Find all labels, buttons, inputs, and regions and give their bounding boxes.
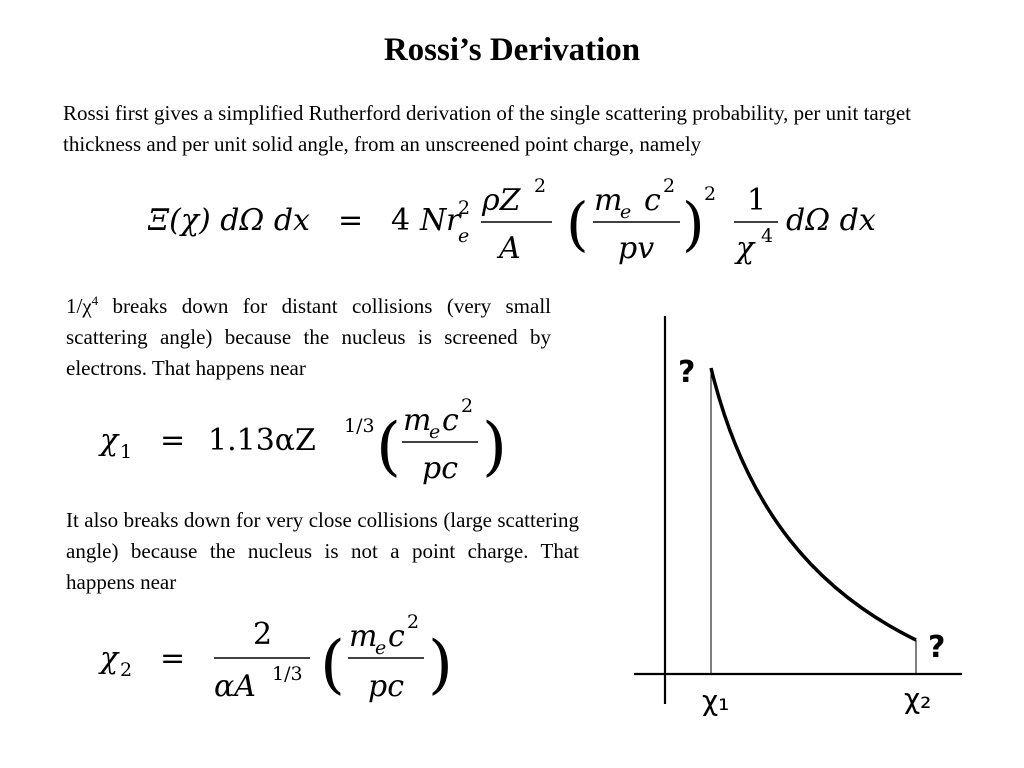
eq1-paren-right: )	[682, 190, 705, 258]
chi2-equation: χ 2 = 2 αA 1/3 ( m e c 2 pc )	[98, 611, 453, 704]
eq1-frac2-num-sup: 2	[663, 175, 675, 197]
eq3-num-m: m	[349, 619, 377, 654]
eq2-num-sub: e	[429, 421, 440, 443]
chi1-equation: χ 1 = 1.13αZ 1/3 ( m e c 2 pc )	[98, 395, 507, 486]
eq2-coef-sup: 1/3	[344, 415, 375, 437]
eq3-num-sub: e	[375, 637, 386, 659]
eq1-frac3-num: 1	[747, 183, 766, 218]
eq1-r-sup: 2	[458, 197, 470, 219]
eq1-lhs: Ξ(χ) dΩ dx	[148, 203, 310, 238]
eq1-frac2-num-c: c	[644, 183, 661, 218]
eq2-equals: =	[160, 423, 185, 458]
paragraph-point-charge: It also breaks down for very close colli…	[66, 508, 579, 594]
p1-post: breaks down for distant collisions (very…	[66, 294, 551, 380]
eq2-paren-left: (	[376, 410, 401, 484]
eq1-frac2-num-m: m	[594, 183, 622, 218]
eq1-frac2-num-sub: e	[620, 201, 631, 223]
eq2-paren-right: )	[482, 410, 507, 484]
eq1-paren-pow: 2	[704, 183, 716, 205]
eq1-frac1-num: ρZ	[481, 183, 522, 218]
chi1-axis-label: χ₁	[702, 684, 729, 717]
eq1-equals: =	[338, 203, 363, 238]
eq1-paren-left: (	[566, 190, 589, 258]
eq1-frac3-den-sup: 4	[761, 225, 773, 247]
eq3-lhs-sub: 2	[120, 659, 132, 681]
eq3-num-sup: 2	[407, 611, 419, 633]
eq2-num-sup: 2	[461, 395, 473, 417]
scattering-curve	[709, 367, 917, 642]
question-mark-right: ?	[928, 630, 945, 665]
rutherford-equation: Ξ(χ) dΩ dx = 4 N r e 2 ρZ 2 A ( m e c 2 …	[148, 175, 876, 266]
eq2-lhs: χ	[98, 423, 120, 458]
eq3-num-c: c	[388, 619, 405, 654]
p1-sup: 4	[91, 293, 99, 308]
slide-title: Rossi’s Derivation	[383, 32, 641, 68]
paragraph-screening: 1/χ4 breaks down for distant collisions …	[66, 285, 551, 384]
eq3-lhs: χ	[98, 641, 120, 676]
eq3-equals: =	[160, 641, 185, 676]
eq1-r-sub: e	[458, 225, 469, 247]
eq1-frac1-num-sup: 2	[534, 175, 546, 197]
intro-paragraph: Rossi first gives a simplified Rutherfor…	[63, 101, 911, 156]
eq2-coef: 1.13αZ	[208, 423, 316, 458]
eq3-frac1-den: αA	[214, 669, 256, 704]
question-mark-left: ?	[678, 355, 695, 390]
eq1-tail: dΩ dx	[786, 203, 876, 238]
eq2-num-c: c	[442, 403, 459, 438]
chi2-axis-label: χ₂	[904, 682, 931, 715]
p1-pre: 1/χ	[66, 294, 92, 318]
eq3-frac1-num: 2	[253, 617, 272, 652]
scattering-sketch: ? ? χ₁ χ₂	[634, 316, 962, 717]
eq3-den: pc	[368, 669, 404, 704]
eq1-coef: 4	[391, 203, 410, 238]
eq3-frac1-den-sup: 1/3	[272, 663, 303, 685]
eq1-r: r	[446, 203, 462, 238]
eq1-frac2-den: pv	[618, 231, 654, 266]
eq2-num-m: m	[403, 403, 431, 438]
eq2-den: pc	[422, 451, 458, 486]
eq1-frac1-den: A	[496, 231, 521, 266]
eq1-n: N	[419, 203, 448, 238]
eq2-lhs-sub: 1	[120, 441, 132, 463]
eq3-paren-right: )	[428, 628, 453, 702]
eq3-paren-left: (	[320, 628, 345, 702]
eq1-frac3-den: χ	[734, 231, 756, 266]
